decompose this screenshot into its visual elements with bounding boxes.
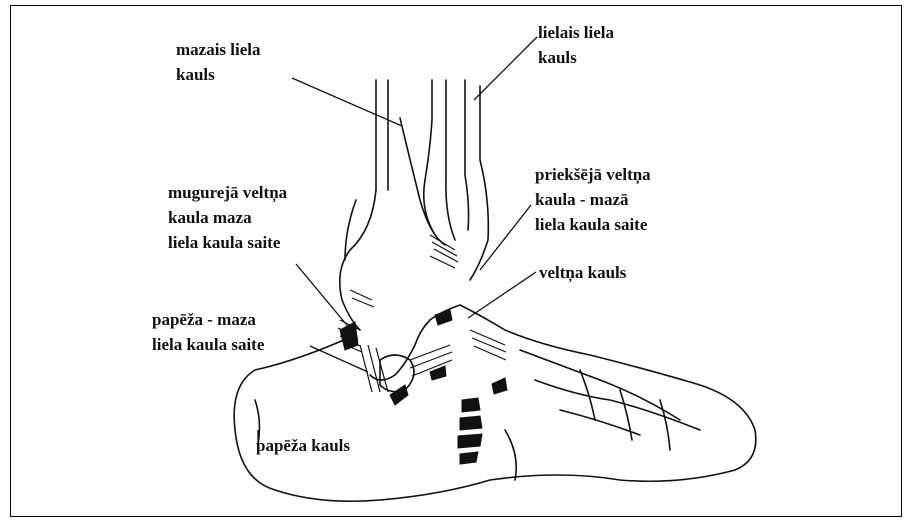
label-posterior-talofibular-ligament: mugurejā veltņa kaula maza liela kaula s… [168, 180, 287, 255]
label-calcaneus: papēža kauls [256, 433, 350, 458]
label-tibia: lielais liela kauls [538, 20, 614, 70]
ligament-dark-patches [340, 310, 507, 464]
leg-outline [340, 80, 489, 330]
label-fibula: mazais liela kauls [176, 37, 261, 87]
label-talus: veltņa kauls [539, 260, 626, 285]
foot-outline [234, 305, 756, 501]
label-anterior-talofibular-ligament: priekšējā veltņa kaula - mazā liela kaul… [535, 162, 651, 237]
label-calcaneofibular-ligament: papēža - maza liela kaula saite [152, 307, 264, 357]
